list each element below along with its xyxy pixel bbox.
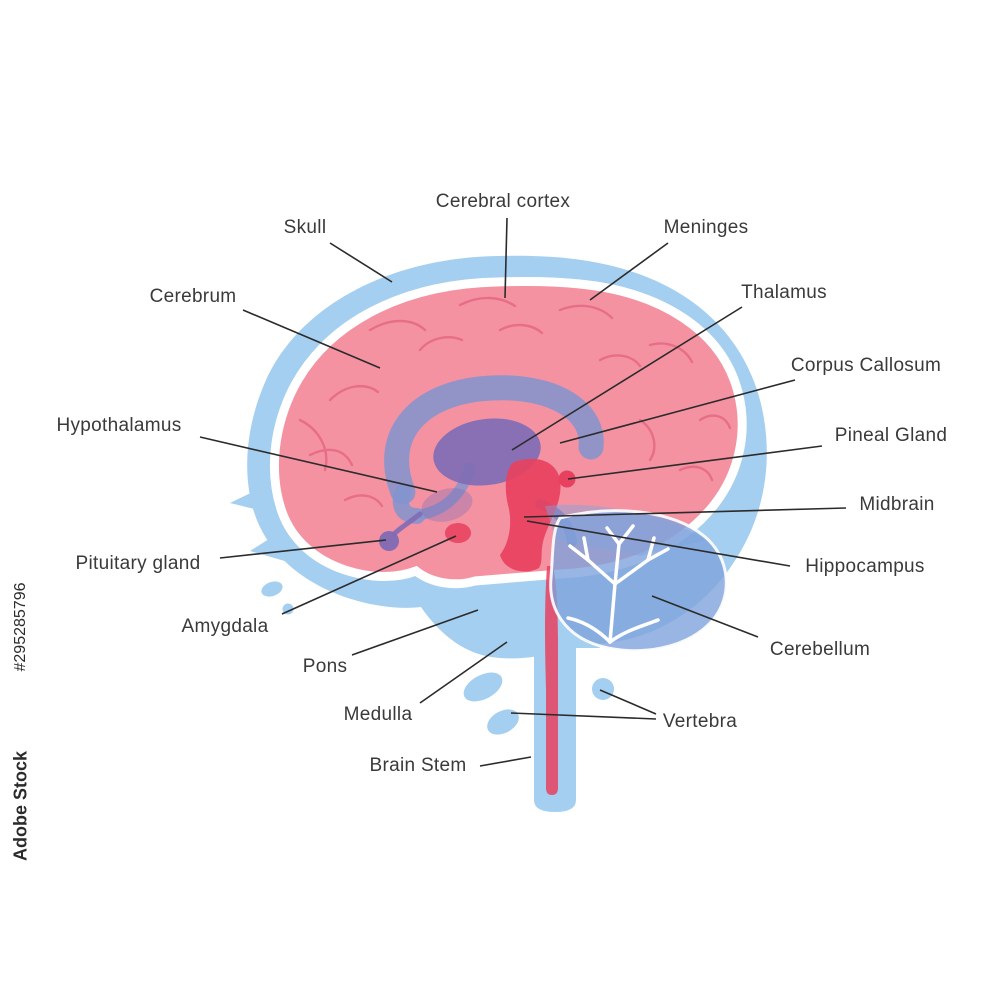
vertebra-shape-1	[463, 672, 503, 702]
leader-line-amygdala	[281, 535, 457, 615]
leader-line-midbrain	[523, 507, 847, 518]
cerebellum-body	[549, 509, 728, 653]
leader-line-pituitary-gland	[219, 539, 387, 559]
leader-line-corpus-callosum	[559, 379, 796, 444]
leader-line-cerebellum	[651, 595, 759, 638]
sulci-lines	[298, 296, 732, 508]
watermark-id: #295285796	[12, 582, 29, 672]
leader-line-brain-stem	[479, 756, 532, 767]
vertebra-shape-2	[487, 709, 519, 735]
corpus-callosum-arc	[384, 375, 604, 505]
leader-line-vertebra	[599, 689, 657, 715]
leader-line-medulla	[419, 641, 508, 704]
leader-line-hippocampus	[526, 520, 791, 567]
leader-line-pons	[351, 609, 479, 656]
leader-line-meninges	[589, 242, 669, 301]
leader-line-pineal-gland	[567, 445, 823, 480]
pituitary-stalk	[391, 511, 423, 537]
sinus-shape	[261, 581, 283, 597]
leader-line-hypothalamus	[199, 436, 438, 493]
brainstem-stripe	[545, 566, 558, 795]
pituitary-gland-shape	[379, 531, 399, 551]
midbrain-shape	[500, 458, 561, 572]
leader-line-thalamus	[511, 306, 743, 451]
hypothalamus-shape	[421, 488, 473, 522]
watermark-brand: Adobe Stock	[10, 750, 31, 862]
leader-line-cerebrum	[242, 309, 381, 369]
pineal-gland-shape	[558, 470, 576, 488]
leader-line-cerebral-cortex	[504, 217, 508, 299]
red-structures	[445, 458, 576, 795]
leader-line-skull	[329, 242, 393, 283]
leader-line-vertebra	[510, 712, 657, 720]
